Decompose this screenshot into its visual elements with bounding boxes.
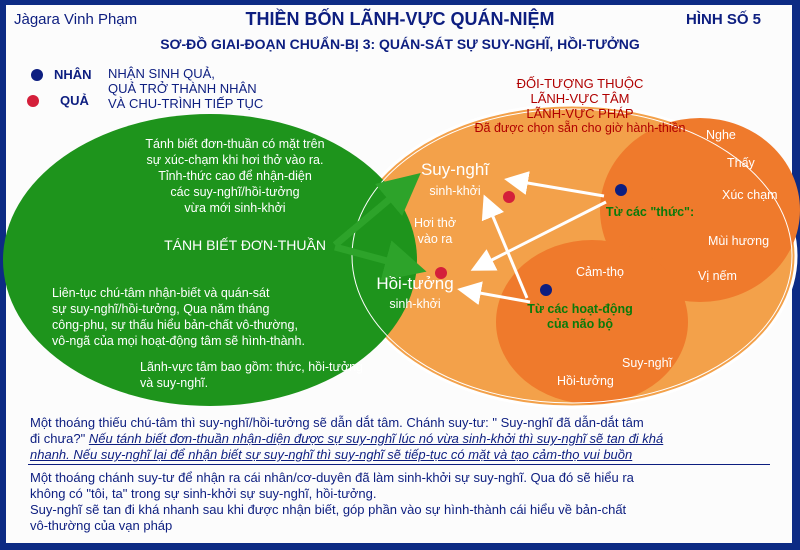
legend-text-2: QUẢ TRỞ THÀNH NHÂN (108, 81, 257, 96)
breath-label-2: vào ra (417, 232, 453, 246)
memory-effect-dot (435, 267, 447, 279)
left-para3-line1: Lãnh-vực tâm bao gồm: thức, hồi-tưởng (140, 360, 363, 374)
object-line4: Đã được chọn sẵn cho giờ hành-thiền (474, 121, 686, 135)
consciousness-cause-dot (615, 184, 627, 196)
from-brain-label-1: Từ các hoạt-động (527, 302, 633, 316)
lower-memory-label: Hồi-tưởng (557, 374, 614, 388)
bottom-p1-line1: Một thoáng thiếu chú-tâm thì suy-nghĩ/hồ… (30, 415, 644, 430)
page-title: THIỀN BỐN LÃNH-VỰC QUÁN-NIỆM (245, 9, 555, 29)
object-line3: LÃNH-VỰC PHÁP (526, 106, 634, 121)
page-subtitle: SƠ-ĐỒ GIAI-ĐOẠN CHUẨN-BỊ 3: QUÁN-SÁT SỰ … (160, 36, 640, 52)
feeling-label: Cảm-thọ (576, 265, 624, 279)
white-arrow-brain-to-memory (457, 281, 531, 305)
from-consciousness-label: Từ các "thức": (605, 205, 695, 219)
white-arrow-consc-to-memory (470, 200, 607, 271)
left-para2-line4: vô-ngã của mọi hoạt-động tâm sẽ hình-thà… (52, 334, 305, 348)
bottom-p1-line2a: đi chưa?" (30, 431, 89, 446)
left-para1-line4: các suy-nghĩ/hồi-tưởng (170, 185, 300, 199)
left-para1-line3: Tỉnh-thức cao để nhận-diện (158, 169, 312, 183)
thought-sub-label: sinh-khởi (429, 184, 481, 198)
bottom-p2-line4: vô-thường của vạn pháp (30, 518, 173, 533)
left-para2-line2: sự suy-nghĩ/hồi-tưởng, Qua năm tháng (52, 302, 270, 316)
sense-taste: Vị nếm (698, 269, 737, 283)
awareness-ellipse (3, 114, 417, 406)
object-line2: LÃNH-VỰC TÂM (530, 91, 630, 106)
green-arrow-to-thought (332, 172, 421, 248)
lower-thought-label: Suy-nghĩ (622, 356, 673, 370)
white-arrow-brain-to-thought (481, 194, 529, 299)
brain-activity-circle (496, 240, 688, 404)
bottom-p1-line2b: Nếu tánh biết đơn-thuần nhận-diện được s… (88, 431, 664, 446)
from-brain-label-2: của não bộ (547, 317, 613, 331)
legend-text-3: VÀ CHU-TRÌNH TIẾP TỤC (108, 96, 264, 111)
legend-text-1: NHẬN SINH QUẢ, (108, 66, 215, 81)
left-para1-line1: Tánh biết đơn-thuần có mặt trên (145, 137, 325, 151)
breath-label-1: Hơi thở (413, 216, 457, 230)
green-arrow-to-memory (334, 240, 427, 281)
left-para2-line3: công-phu, sự thấu hiểu bản-chất vô-thườn… (52, 318, 298, 332)
left-para2-line1: Liên-tục chú-tâm nhận-biết và quán-sát (52, 286, 270, 300)
sense-touch: Xúc chạm (722, 188, 778, 202)
legend-effect-label: QUẢ (60, 93, 89, 108)
left-para3-line2: và suy-nghĩ. (140, 376, 209, 390)
bottom-p1-line3: nhanh. Nếu suy-nghĩ lại để nhận biết sự … (30, 447, 632, 463)
thought-label: Suy-nghĩ (420, 160, 490, 179)
bottom-p2-line3: Suy-nghĩ sẽ tan đi khá nhanh sau khi đượ… (30, 502, 627, 517)
bottom-p1-line2: đi chưa?" Nếu tánh biết đơn-thuần nhận-d… (30, 431, 663, 447)
bottom-p1-line3-text: nhanh. Nếu suy-nghĩ lại để nhận biết sự … (30, 447, 633, 462)
consciousness-circle (600, 118, 800, 302)
white-arrow-consc-to-thought (504, 171, 605, 198)
legend-effect-dot (27, 95, 39, 107)
author-name: Jàgara Vinh Phạm (14, 11, 138, 28)
left-center-label: TÁNH BIẾT ĐƠN-THUẦN (164, 237, 326, 253)
bottom-p2-line2: không có "tôi, ta" trong sự sinh-khởi sự… (30, 486, 377, 501)
left-para1-line2: sự xúc-chạm khi hơi thở vào ra. (146, 153, 324, 167)
inner-overlap-circle (351, 108, 793, 404)
left-para1-line5: vừa mới sinh-khởi (184, 201, 286, 215)
bottom-separator (28, 464, 770, 465)
brain-cause-dot (540, 284, 552, 296)
legend-cause-label: NHÂN (54, 67, 92, 82)
figure-number: HÌNH SỐ 5 (686, 11, 762, 28)
memory-label: Hồi-tưởng (376, 274, 454, 293)
sense-hearing: Nghe (706, 128, 736, 142)
object-line1: ĐỐI-TƯỢNG THUỘC (516, 76, 644, 91)
bottom-p2-line1: Một thoáng chánh suy-tư để nhận ra cái n… (30, 470, 634, 485)
sense-smell: Mùi hương (708, 234, 770, 248)
sense-seeing: Thấy (727, 156, 755, 170)
legend-cause-dot (31, 69, 43, 81)
memory-sub-label: sinh-khởi (389, 297, 441, 311)
